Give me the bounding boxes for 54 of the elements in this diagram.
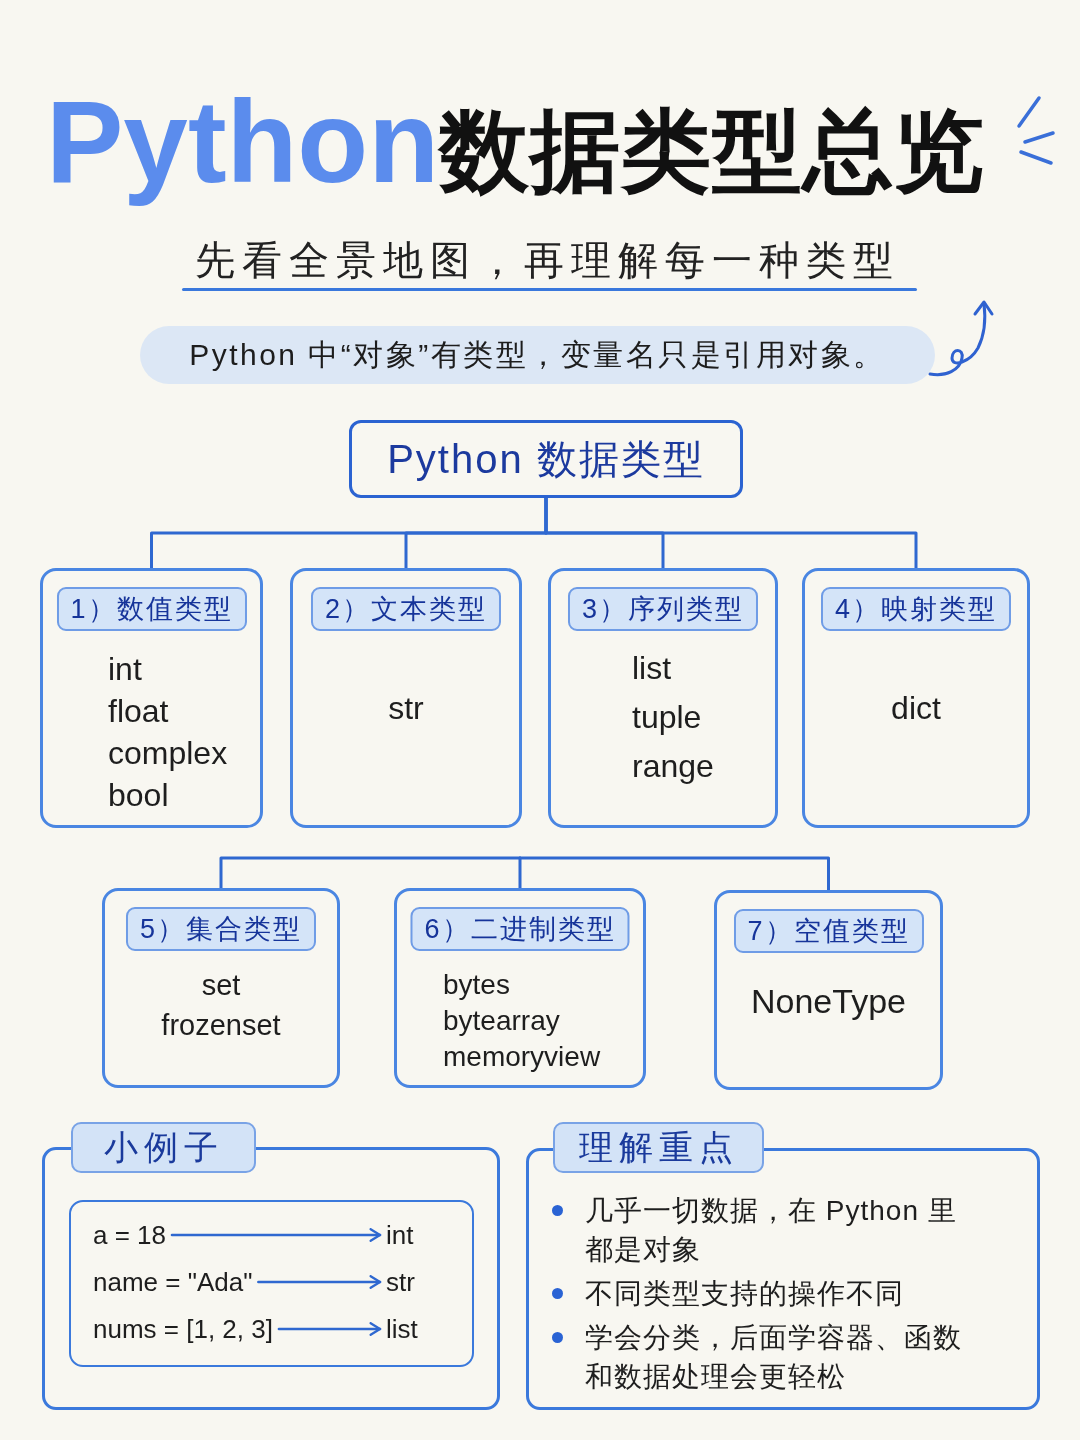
code-text: nums = [1, 2, 3] [93,1312,273,1346]
type-name: float [108,692,169,731]
type-name: bytearray [443,1004,560,1038]
arrow [257,1275,382,1289]
type-name: tuple [632,698,702,737]
type-name: NoneType [751,981,906,1022]
type-name: str [388,689,424,728]
type-name: set [201,968,241,1003]
code-text: name = "Ada" [93,1265,253,1299]
arrow [170,1228,382,1242]
page-title: Python数据类型总览 [46,80,986,209]
code-box [69,1200,474,1367]
category-box [102,888,340,1088]
type-name: int [108,650,142,689]
category-heading: 5）集合类型 [126,907,316,951]
category-box [290,568,522,828]
connector-line [219,856,522,890]
connector-line [518,856,830,892]
type-name: bool [108,776,169,815]
root-title: Python 数据类型 [387,436,705,483]
connector-line [544,496,918,570]
arrow [277,1322,382,1336]
category-box [714,890,943,1090]
root-box [349,420,743,498]
type-name: complex [108,734,228,773]
type-name: range [632,747,714,786]
type-name: frozenset [161,1008,281,1043]
section-heading: 小例子 [71,1122,256,1173]
category-heading: 7）空值类型 [733,909,924,953]
category-box [394,888,646,1088]
subtitle: 先看全景地图，再理解每一种类型 [195,237,900,284]
category-box [802,568,1030,828]
type-name: bytes [443,968,510,1002]
category-heading: 3）序列类型 [568,587,758,631]
highlight-band [140,326,935,384]
connector-line [518,856,522,890]
category-heading: 2）文本类型 [311,587,501,631]
type-name: list [632,649,672,688]
type-name: memoryview [443,1040,601,1074]
section-heading: 理解重点 [553,1122,764,1173]
type-name: str [386,1265,415,1299]
category-box [548,568,778,828]
bullet-text: 学会分类，后面学容器、函数和数据处理会更轻松 [585,1321,963,1394]
category-heading: 1）数值类型 [56,587,247,631]
code-text: a = 18 [93,1218,166,1252]
type-name: int [386,1218,414,1252]
category-box [40,568,263,828]
band-text: Python 中“对象”有类型，变量名只是引用对象。 [189,337,886,373]
type-name: list [386,1312,418,1346]
type-name: dict [891,689,941,728]
category-heading: 6）二进制类型 [410,907,630,951]
bullet-text: 不同类型支持的操作不同 [585,1277,904,1311]
bullet-text: 几乎一切数据，在 Python 里都是对象 [585,1194,958,1267]
category-heading: 4）映射类型 [821,587,1011,631]
